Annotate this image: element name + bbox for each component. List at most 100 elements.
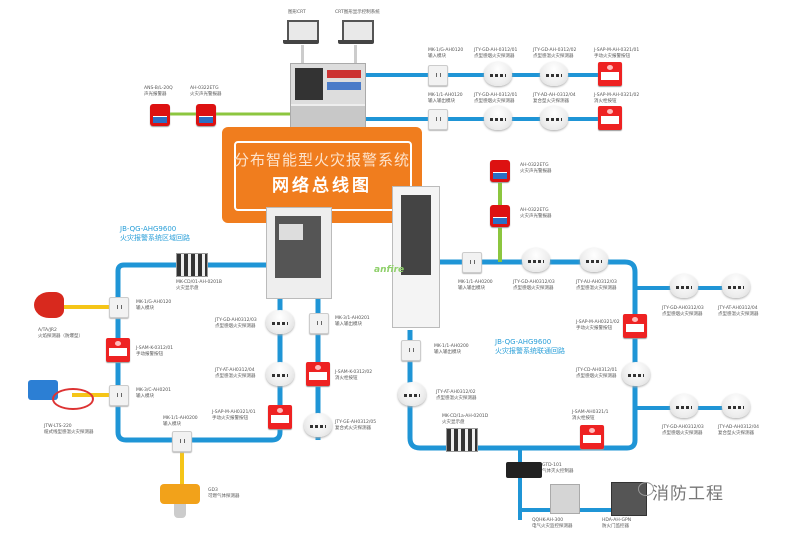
manual-call-point[interactable] [268, 405, 292, 429]
input-output-module[interactable] [401, 340, 421, 361]
main-control-console[interactable] [290, 63, 366, 136]
sounder-icon[interactable] [196, 104, 216, 126]
smoke-detector[interactable] [670, 274, 698, 298]
heat-detector[interactable] [266, 362, 294, 386]
wechat-icon [638, 482, 654, 496]
input-module[interactable] [428, 65, 448, 86]
smoke-detector[interactable] [484, 62, 512, 86]
brand-watermark: anfire [374, 265, 405, 275]
stem-1 [301, 45, 304, 65]
gas-extinguishing-controller[interactable] [506, 462, 542, 478]
heat-cable-icon [52, 388, 94, 410]
workstation-label-1: 图形CRT [288, 10, 306, 15]
input-output-module[interactable] [462, 252, 482, 273]
input-module[interactable] [109, 297, 129, 318]
fire-display-panel[interactable] [176, 253, 208, 277]
combined-detector[interactable] [540, 106, 568, 130]
heat-detector[interactable] [722, 274, 750, 298]
hydrant-button[interactable] [598, 106, 622, 130]
electrical-fire-monitor[interactable] [550, 484, 580, 514]
heat-detector[interactable] [398, 382, 426, 406]
manual-call-point[interactable] [598, 62, 622, 86]
crt-workstation-1[interactable] [283, 20, 319, 46]
heat-detector[interactable] [580, 248, 608, 272]
combined-detector[interactable] [722, 394, 750, 418]
gas-detector[interactable] [160, 484, 200, 504]
heat-detector[interactable] [540, 62, 568, 86]
left-loop [115, 262, 283, 443]
area-controller-panel[interactable] [266, 207, 332, 299]
smoke-detector[interactable] [266, 310, 294, 334]
input-output-module[interactable] [428, 109, 448, 130]
cabinet-panel [401, 195, 431, 275]
title-line-2: 网络总线图 [272, 176, 372, 196]
fire-display-panel[interactable] [446, 428, 478, 452]
smoke-detector[interactable] [484, 106, 512, 130]
manual-call-point[interactable] [106, 338, 130, 362]
input-module[interactable] [109, 385, 129, 406]
flame-detector[interactable] [34, 292, 64, 318]
workstation-label-2: CRT图形显示控制系统 [335, 10, 380, 15]
watermark-text: 消防工程 [652, 484, 724, 504]
gas-sensor-head-icon [174, 504, 186, 518]
crt-workstation-2[interactable] [338, 20, 374, 46]
smoke-detector[interactable] [522, 248, 550, 272]
hydrant-button[interactable] [306, 362, 330, 386]
input-module[interactable] [172, 431, 192, 452]
input-output-module[interactable] [309, 313, 329, 334]
cabinet-controller[interactable] [392, 186, 440, 328]
panel-screen [279, 224, 303, 240]
hydrant-button[interactable] [580, 425, 604, 449]
right-loop [407, 259, 638, 451]
manual-call-point[interactable] [623, 314, 647, 338]
sounder-icon[interactable] [490, 160, 510, 182]
laptop-screen-icon [287, 20, 319, 42]
laptop-screen-icon [342, 20, 374, 42]
sounder-icon[interactable] [490, 205, 510, 227]
smoke-detector[interactable] [670, 394, 698, 418]
title-line-1: 分布智能型火灾报警系统 [233, 151, 410, 169]
sounder-icon[interactable] [150, 104, 170, 126]
stem-2 [354, 45, 357, 65]
linear-heat-detector[interactable] [28, 380, 58, 400]
console-display [295, 68, 323, 100]
combined-detector[interactable] [304, 413, 332, 437]
smoke-detector[interactable] [622, 362, 650, 386]
